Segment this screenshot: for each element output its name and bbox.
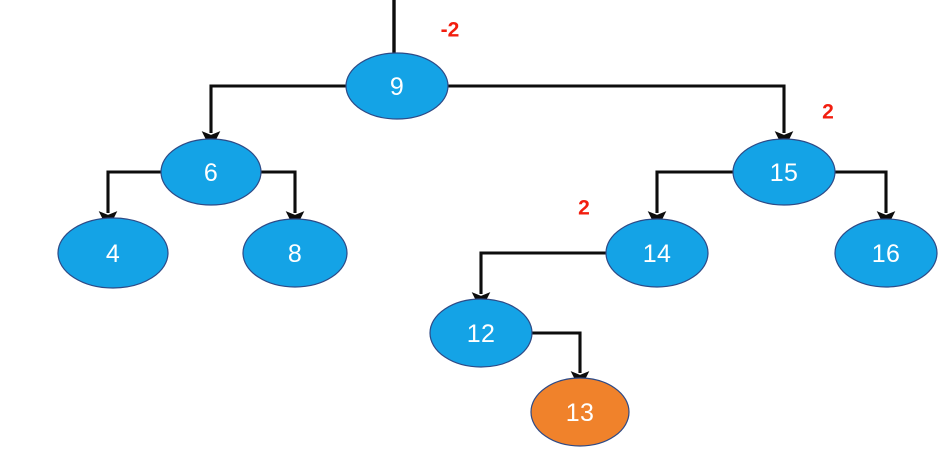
tree-edge-n15-n14 [647, 170, 733, 230]
node-ellipse-15 [732, 138, 836, 206]
node-ellipse-4 [57, 217, 169, 289]
node-ellipse-13 [530, 377, 630, 447]
node-label-4: 4 [106, 240, 120, 268]
node-ellipse-6 [160, 138, 262, 206]
node-label-6: 6 [204, 159, 218, 187]
tree-node-9[interactable]: 9 [345, 52, 449, 120]
tree-node-12[interactable]: 12 [429, 298, 533, 368]
tree-node-14[interactable]: 14 [605, 218, 709, 288]
edges-layer [98, 0, 896, 390]
tree-node-15[interactable]: 15 [732, 138, 836, 206]
node-label-14: 14 [643, 240, 672, 268]
node-label-9: 9 [390, 73, 404, 101]
balance-factor-label-n14: 2 [578, 197, 590, 220]
tree-node-16[interactable]: 16 [834, 218, 938, 288]
node-ellipse-16 [834, 218, 938, 288]
node-label-13: 13 [566, 399, 595, 427]
tree-node-13[interactable]: 13 [530, 377, 630, 447]
tree-edge-n15-n16 [835, 170, 896, 230]
tree-edge-n6-n4 [98, 170, 161, 230]
balance-factor-label-n15: 2 [822, 101, 834, 124]
tree-edge-n6-n8 [261, 170, 305, 230]
node-label-8: 8 [288, 240, 302, 268]
node-label-12: 12 [467, 320, 496, 348]
node-ellipse-12 [429, 298, 533, 368]
balance-factor-layer: -2 2 2 [441, 19, 834, 220]
nodes-layer: 9 6 15 4 8 14 16 12 13 [57, 52, 938, 447]
node-label-16: 16 [872, 240, 901, 268]
tree-node-4[interactable]: 4 [57, 217, 169, 289]
node-ellipse-14 [605, 218, 709, 288]
node-ellipse-8 [242, 218, 348, 288]
tree-edge-n14-n12 [471, 251, 606, 311]
balance-factor-label-n9: -2 [441, 19, 460, 42]
tree-node-6[interactable]: 6 [160, 138, 262, 206]
node-ellipse-9 [345, 52, 449, 120]
tree-edge-n9-n15 [448, 84, 794, 150]
tree-edge-n12-n13 [532, 331, 590, 390]
tree-edge-n9-n6 [201, 84, 347, 150]
tree-node-8[interactable]: 8 [242, 218, 348, 288]
node-label-15: 15 [770, 159, 799, 187]
